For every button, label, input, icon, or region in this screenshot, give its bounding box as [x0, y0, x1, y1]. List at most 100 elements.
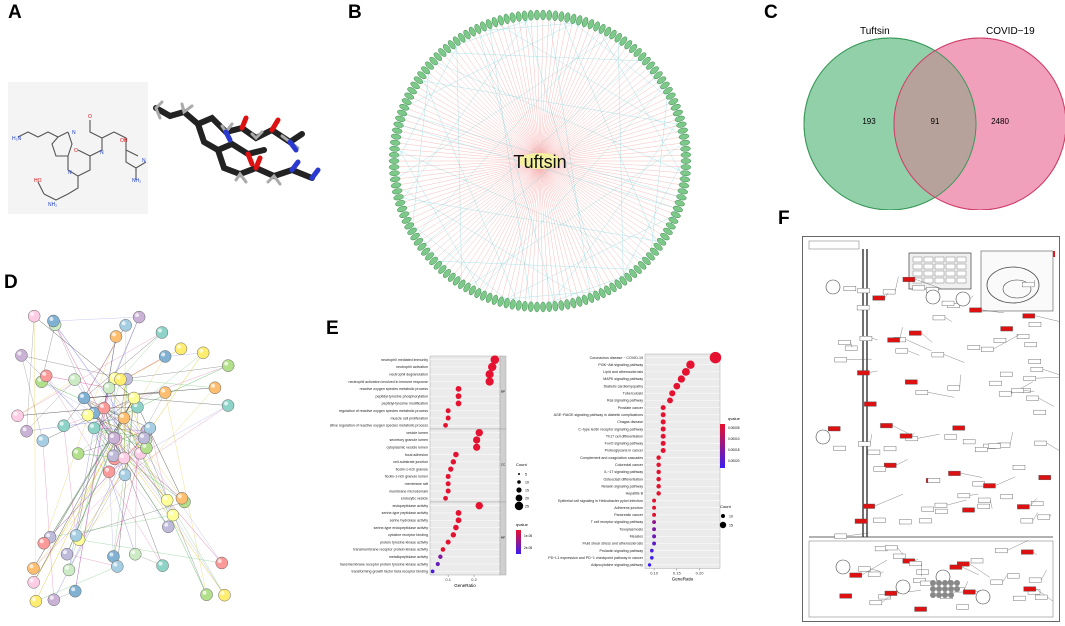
kegg-gene-box — [989, 381, 1001, 386]
kegg-gene-box — [1025, 342, 1037, 347]
kegg-term-dot — [652, 506, 656, 510]
go-count-legend-label: 5 — [525, 472, 527, 476]
go-term-dot — [443, 423, 448, 428]
ppi-node — [159, 350, 171, 362]
ppi-node — [69, 374, 81, 386]
kegg-gene-box — [858, 288, 870, 293]
ppi-node — [58, 420, 70, 432]
kegg-gene-box — [880, 423, 892, 428]
go-term-label: regulation of reactive oxygen species me… — [339, 409, 428, 413]
kegg-gene-box — [1034, 410, 1046, 415]
kegg-term-dot — [661, 441, 666, 446]
kegg-gene-box — [973, 482, 985, 487]
kegg-x-axis-label: GeneRatio — [672, 577, 694, 582]
network-node — [393, 121, 404, 129]
kegg-gene-box — [885, 591, 897, 596]
ppi-node — [201, 589, 213, 601]
kegg-complex-dot — [948, 580, 954, 586]
go-term-dot — [451, 459, 456, 464]
go-term-label: transmembrane receptor protein tyrosine … — [340, 562, 428, 566]
go-x-tick: 0.2 — [471, 577, 477, 582]
go-term-dot — [473, 444, 480, 451]
kegg-term-dot — [650, 556, 654, 560]
kegg-gene-box — [971, 558, 983, 563]
kegg-term-dot — [652, 527, 656, 531]
ppi-node — [28, 576, 40, 588]
network-node — [552, 11, 558, 21]
go-term-dot — [448, 467, 453, 472]
panel-a-3d-structure — [152, 98, 322, 194]
kegg-gene-box — [978, 504, 990, 509]
kegg-complex-dot — [930, 586, 936, 592]
network-node — [392, 127, 403, 134]
network-node — [680, 146, 690, 152]
kegg-term-label: C−type lectin receptor signaling pathway — [578, 427, 643, 431]
ppi-node — [107, 450, 119, 462]
kegg-gene-box — [975, 447, 987, 452]
network-node — [564, 299, 571, 310]
go-term-label: serine hydrolase activity — [390, 518, 429, 522]
go-term-label: serine-type peptidase activity — [382, 511, 429, 515]
kegg-term-dot — [661, 434, 666, 439]
kegg-term-dot — [661, 405, 666, 410]
kegg-term-label: PD−L1 expression and PD−1 checkpoint pat… — [548, 556, 643, 560]
ppi-node — [15, 349, 27, 361]
svg-text:HO: HO — [34, 178, 42, 184]
go-term-dot — [438, 555, 442, 559]
kegg-term-dot — [682, 368, 690, 376]
go-term-label: protein tyrosine kinase activity — [380, 540, 428, 544]
venn-count-tuftsin-only: 193 — [862, 117, 876, 126]
go-term-label: ficolin-1-rich granule lumen — [385, 475, 428, 479]
go-term-dot — [456, 386, 462, 392]
kegg-gene-box — [913, 286, 925, 291]
kegg-gene-box — [909, 561, 921, 566]
svg-text:N: N — [72, 130, 76, 136]
go-term-label: membrane raft — [405, 482, 428, 486]
svg-text:OH: OH — [120, 138, 128, 144]
svg-text:NH₂: NH₂ — [132, 178, 141, 184]
network-node — [540, 302, 545, 312]
network-node — [391, 133, 402, 140]
kegg-gene-box — [1001, 494, 1013, 499]
go-term-dot — [486, 377, 494, 385]
venn-count-intersection: 91 — [931, 117, 940, 126]
panel-letter-c: C — [764, 2, 778, 24]
network-node — [390, 176, 401, 182]
kegg-gene-box — [857, 371, 869, 376]
panel-b-network: Tuftsin — [382, 8, 698, 314]
network-node — [534, 10, 539, 20]
ppi-node — [175, 343, 187, 355]
kegg-term-dot — [648, 563, 651, 566]
kegg-gene-box — [1031, 367, 1043, 372]
ppi-node — [69, 585, 81, 597]
kegg-gene-box — [950, 565, 962, 570]
go-count-legend-label: 15 — [525, 488, 529, 492]
kegg-gene-box — [857, 305, 869, 310]
go-count-legend-label: 25 — [525, 504, 529, 508]
ppi-node — [120, 319, 132, 331]
kegg-gene-box — [899, 520, 911, 525]
ppi-node — [218, 589, 230, 601]
kegg-gene-box — [999, 392, 1011, 397]
kegg-term-label: FoxO signaling pathway — [605, 442, 644, 446]
go-term-label: neutrophil activation involved in immune… — [348, 380, 428, 384]
ppi-node — [162, 521, 174, 533]
panel-letter-d: D — [4, 272, 18, 294]
go-term-label: peptidyl-tyrosine modification — [382, 402, 428, 406]
kegg-gene-box — [1001, 327, 1013, 332]
go-term-dot — [488, 363, 496, 371]
kegg-term-dot — [686, 361, 694, 369]
ppi-node — [161, 494, 173, 506]
ppi-node — [61, 548, 73, 560]
go-count-legend-dot — [517, 480, 521, 484]
kegg-term-label: Lipid and atherosclerosis — [603, 370, 643, 374]
ppi-node — [216, 557, 228, 569]
network-node — [564, 12, 571, 23]
panel-letter-b: B — [348, 2, 362, 24]
kegg-gene-box — [905, 380, 917, 385]
kegg-complex-dot — [948, 586, 954, 592]
go-count-legend-dot — [516, 487, 521, 492]
kegg-term-label: Coronavirus disease − COVID-19 — [590, 356, 643, 360]
kegg-term-dot — [652, 520, 656, 524]
